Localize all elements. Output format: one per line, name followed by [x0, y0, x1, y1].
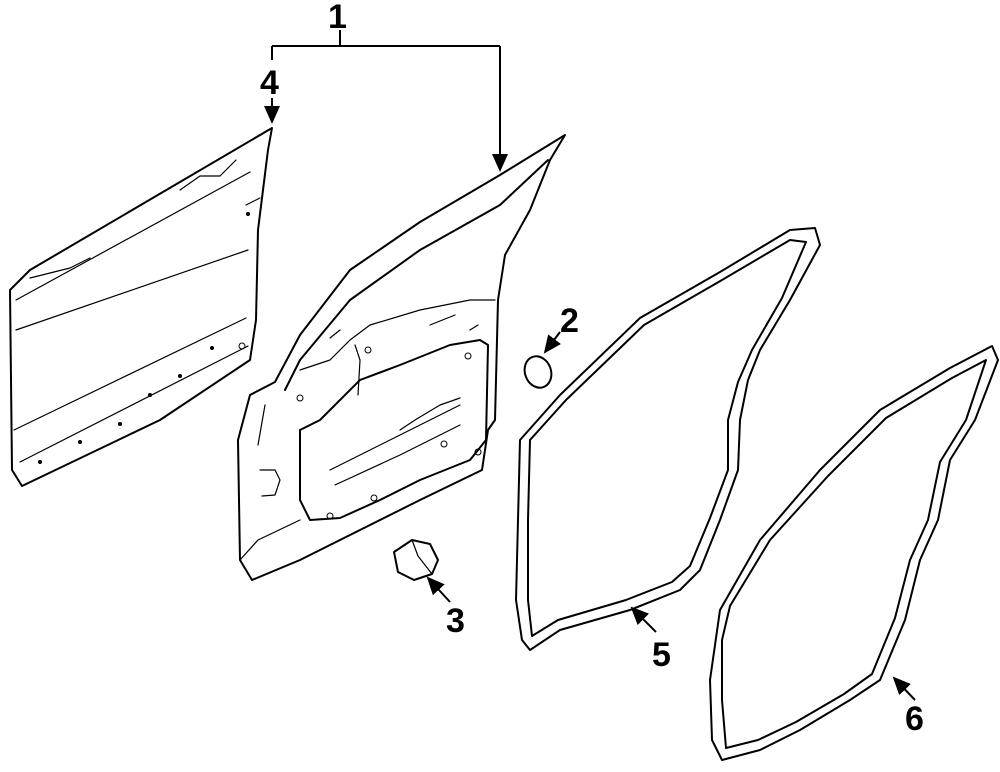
callout-2: 2: [560, 302, 579, 340]
door-frame: [237, 134, 566, 581]
outer-door-panel: [9, 127, 273, 487]
callout-5: 5: [652, 636, 671, 674]
callout-4: 4: [260, 64, 279, 102]
callout-6: 6: [905, 700, 924, 738]
plug-part: [523, 355, 553, 389]
callout-3: 3: [446, 602, 465, 640]
frame-holes: [296, 346, 482, 520]
callout-1: 1: [328, 0, 347, 36]
weatherstrip-outer: [709, 345, 999, 761]
bumper-part: [393, 539, 439, 581]
panel-fasteners: [38, 212, 250, 464]
weatherstrip-inner: [515, 227, 821, 651]
leader-lines: [264, 30, 916, 701]
